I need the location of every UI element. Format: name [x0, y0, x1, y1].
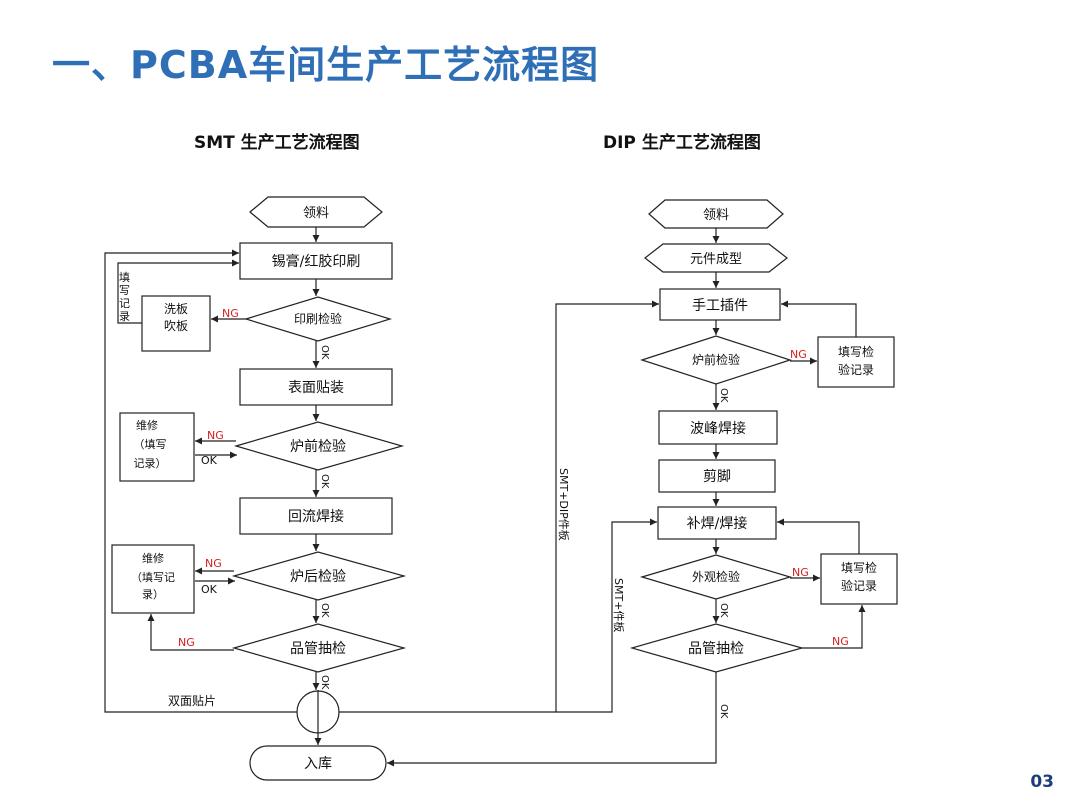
dip-pre-check-decision — [640, 335, 792, 385]
dip-record1-line1: 填写检 — [838, 344, 874, 359]
ng-label: NG — [792, 566, 809, 579]
ng-label: NG — [205, 557, 222, 570]
repair1-line3: 记录） — [134, 457, 167, 470]
smt-pick-label: 领料 — [303, 206, 329, 221]
record1-return-arrow — [781, 300, 857, 337]
dip-form-terminal — [644, 243, 788, 273]
smt-print-check-label: 印刷检验 — [294, 311, 342, 326]
ok-label: OK — [718, 388, 729, 403]
smt-mount-box — [239, 368, 393, 406]
repair2-line1: 维修 — [142, 551, 164, 565]
qc-ng-arrow — [147, 614, 234, 651]
smt-wash-line2: 吹板 — [164, 319, 188, 333]
smt-repair-box-2 — [111, 544, 195, 614]
record2-return-arrow — [777, 518, 860, 554]
repair1-line2: （填写 — [134, 437, 167, 451]
wash-return-arrow — [117, 259, 239, 324]
ok-label: OK — [718, 704, 729, 719]
smt-pre-check-label: 炉前检验 — [290, 438, 346, 455]
dip-record2-line2: 验记录 — [841, 578, 877, 593]
ng-label: NG — [832, 635, 849, 648]
smt-dip-line — [339, 300, 659, 713]
smt-qc-sample-decision — [231, 623, 407, 673]
repair1-line1: 维修 — [136, 418, 158, 432]
page-title: 一、PCBA车间生产工艺流程图 — [52, 43, 600, 87]
dip-pre-check-label: 炉前检验 — [692, 352, 740, 367]
smt-only-line — [556, 518, 657, 713]
ok-label: OK — [319, 603, 330, 618]
repair2-line3: 录） — [142, 588, 164, 601]
ok-label: OK — [319, 474, 330, 489]
smt-print-label: 锡膏/红胶印刷 — [272, 253, 361, 270]
smt-dip-label: SMT+DIP件板 — [557, 468, 571, 541]
ng-label: NG — [790, 348, 807, 361]
dip-form-label: 元件成型 — [690, 252, 742, 267]
ok-label: OK — [718, 603, 729, 618]
ok-label: OK — [201, 454, 218, 467]
dip-wave-label: 波峰焊接 — [690, 420, 746, 437]
smt-repair-box-1 — [119, 412, 195, 482]
page-number: 03 — [1030, 772, 1054, 792]
dip-insert-label: 手工插件 — [692, 298, 748, 314]
dip-qc-sample-label: 品管抽检 — [688, 641, 744, 657]
smt-wash-line1: 洗板 — [164, 302, 188, 316]
smt-heading: SMT 生产工艺流程图 — [194, 132, 360, 153]
dip-visual-label: 外观检验 — [692, 569, 740, 584]
ok-label: OK — [201, 583, 218, 596]
smt-wash-box — [141, 295, 211, 352]
smt-post-check-label: 炉后检验 — [290, 569, 346, 585]
dip-touchup-box — [657, 506, 777, 540]
smt-print-check-decision — [243, 296, 393, 342]
dip-to-stock-arrow — [387, 672, 717, 767]
dip-pick-terminal — [648, 199, 784, 229]
smt-mount-label: 表面贴装 — [288, 380, 344, 396]
dip-record1-line2: 验记录 — [838, 362, 874, 377]
dip-heading: DIP 生产工艺流程图 — [603, 132, 761, 153]
ok-label: OK — [319, 675, 330, 690]
repair2-line2: （填写记 — [131, 570, 175, 584]
record-vertical-char: 填 — [119, 270, 130, 284]
smt-pre-check-decision — [233, 421, 405, 471]
smt-only-label: SMT+件板 — [612, 578, 626, 632]
record-vertical-char: 录 — [119, 310, 130, 323]
double-side-label: 双面贴片 — [168, 694, 216, 708]
dip-visual-decision — [639, 554, 793, 600]
ng-label: NG — [178, 636, 195, 649]
ok-label: OK — [319, 345, 330, 360]
ng-label: NG — [207, 429, 224, 442]
stock-terminal — [249, 745, 387, 781]
smt-pick-terminal — [249, 196, 383, 228]
record-vertical-char: 写 — [119, 284, 130, 297]
stock-label: 入库 — [304, 756, 332, 772]
dip-trim-box — [658, 459, 776, 493]
double-side-loop-arrow — [104, 249, 297, 713]
dip-touchup-label: 补焊/焊接 — [687, 515, 748, 532]
dip-trim-label: 剪脚 — [703, 469, 731, 485]
dip-insert-box — [659, 288, 781, 321]
ng-label: NG — [222, 307, 239, 320]
record-vertical-char: 记 — [119, 297, 130, 310]
smt-post-check-decision — [231, 551, 407, 601]
smt-reflow-box — [239, 497, 393, 535]
dip-record2-line1: 填写检 — [841, 560, 877, 575]
dip-record-box-2 — [820, 553, 898, 605]
dip-record-box-1 — [817, 336, 895, 388]
dip-qc-ng-arrow — [802, 605, 866, 649]
dip-pick-label: 领料 — [703, 208, 729, 223]
smt-qc-sample-label: 品管抽检 — [290, 641, 346, 657]
smt-reflow-label: 回流焊接 — [288, 508, 344, 525]
dip-wave-box — [658, 410, 778, 445]
smt-print-box — [239, 242, 393, 280]
